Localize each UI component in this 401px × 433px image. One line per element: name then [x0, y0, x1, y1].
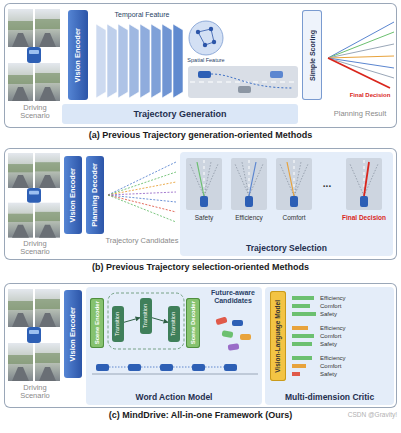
flow-arrow: [152, 318, 168, 323]
stage-region: Multi-dimension Critic Vision-Language Mo…: [265, 287, 394, 405]
stage-region: Word Action Model Scene Encoder Transition…: [86, 287, 262, 405]
node-label: Scene Encoder: [94, 301, 100, 344]
node-label: Trajectory Generation: [133, 109, 226, 119]
panel-frame: (b) Previous Trajectory selection-orient…: [4, 148, 397, 260]
stage-region: Trajectory Selection: [180, 152, 393, 256]
annotation-label: Driving Scenario: [8, 384, 62, 401]
panel-caption: (b) Previous Trajectory selection-orient…: [0, 262, 401, 272]
node-label: Vision Encoder: [69, 168, 77, 222]
node-label: Trajectory Selection: [180, 243, 393, 253]
encoder-box: Vision Encoder: [68, 10, 88, 100]
scene-box: Scene Encoder: [90, 298, 104, 348]
encoder-box: Vision Encoder: [64, 290, 82, 378]
node-label: Simple Scoring: [309, 30, 316, 81]
annotation-label: Planning Result: [326, 110, 394, 118]
node-label: Transition: [143, 304, 149, 328]
annotation-label: CSDN @Gravity!: [322, 411, 397, 418]
node-label: Vision-Language Model: [275, 300, 282, 373]
node-label: Vision Encoder: [69, 307, 77, 361]
panel-frame: (c) MindDrive: All-in-one Framework (Our…: [4, 283, 397, 408]
node-label: Transition: [115, 312, 121, 336]
annotation-label: Driving Scenario: [8, 240, 62, 257]
annotation-label: Trajectory Candidates: [104, 237, 180, 245]
node-label: Multi-dimension Critic: [265, 392, 394, 402]
annotation-label: Spatial Feature: [186, 57, 226, 63]
flow-arrow: [124, 318, 140, 323]
scene-box: Scene Decoder: [186, 298, 200, 348]
encoder-box: Planning Decoder: [86, 156, 104, 234]
panel-caption: (c) MindDrive: All-in-one Framework (Our…: [0, 410, 401, 420]
annotation-label: Temporal Feature: [100, 11, 184, 19]
node-label: Word Action Model: [86, 392, 262, 402]
transition-box: Transition: [112, 306, 124, 342]
scoring-box: Simple Scoring: [302, 10, 322, 100]
annotation-label: Final Decision: [344, 92, 396, 99]
model-box: Vision-Language Model: [270, 291, 286, 381]
transition-box: Transition: [168, 306, 180, 342]
node-label: Planning Decoder: [91, 163, 99, 227]
transition-box: Transition: [140, 298, 152, 334]
node-label: Transition: [171, 312, 177, 336]
panel-frame: (a) Previous Trajectory generation-orien…: [4, 3, 397, 128]
encoder-box: Vision Encoder: [64, 156, 82, 234]
node-label: Vision Encoder: [74, 28, 82, 82]
panel-caption: (a) Previous Trajectory generation-orien…: [0, 130, 401, 140]
node-label: Scene Decoder: [190, 301, 196, 344]
stage-band: Trajectory Generation: [62, 104, 298, 124]
annotation-label: Driving Scenario: [8, 104, 62, 121]
